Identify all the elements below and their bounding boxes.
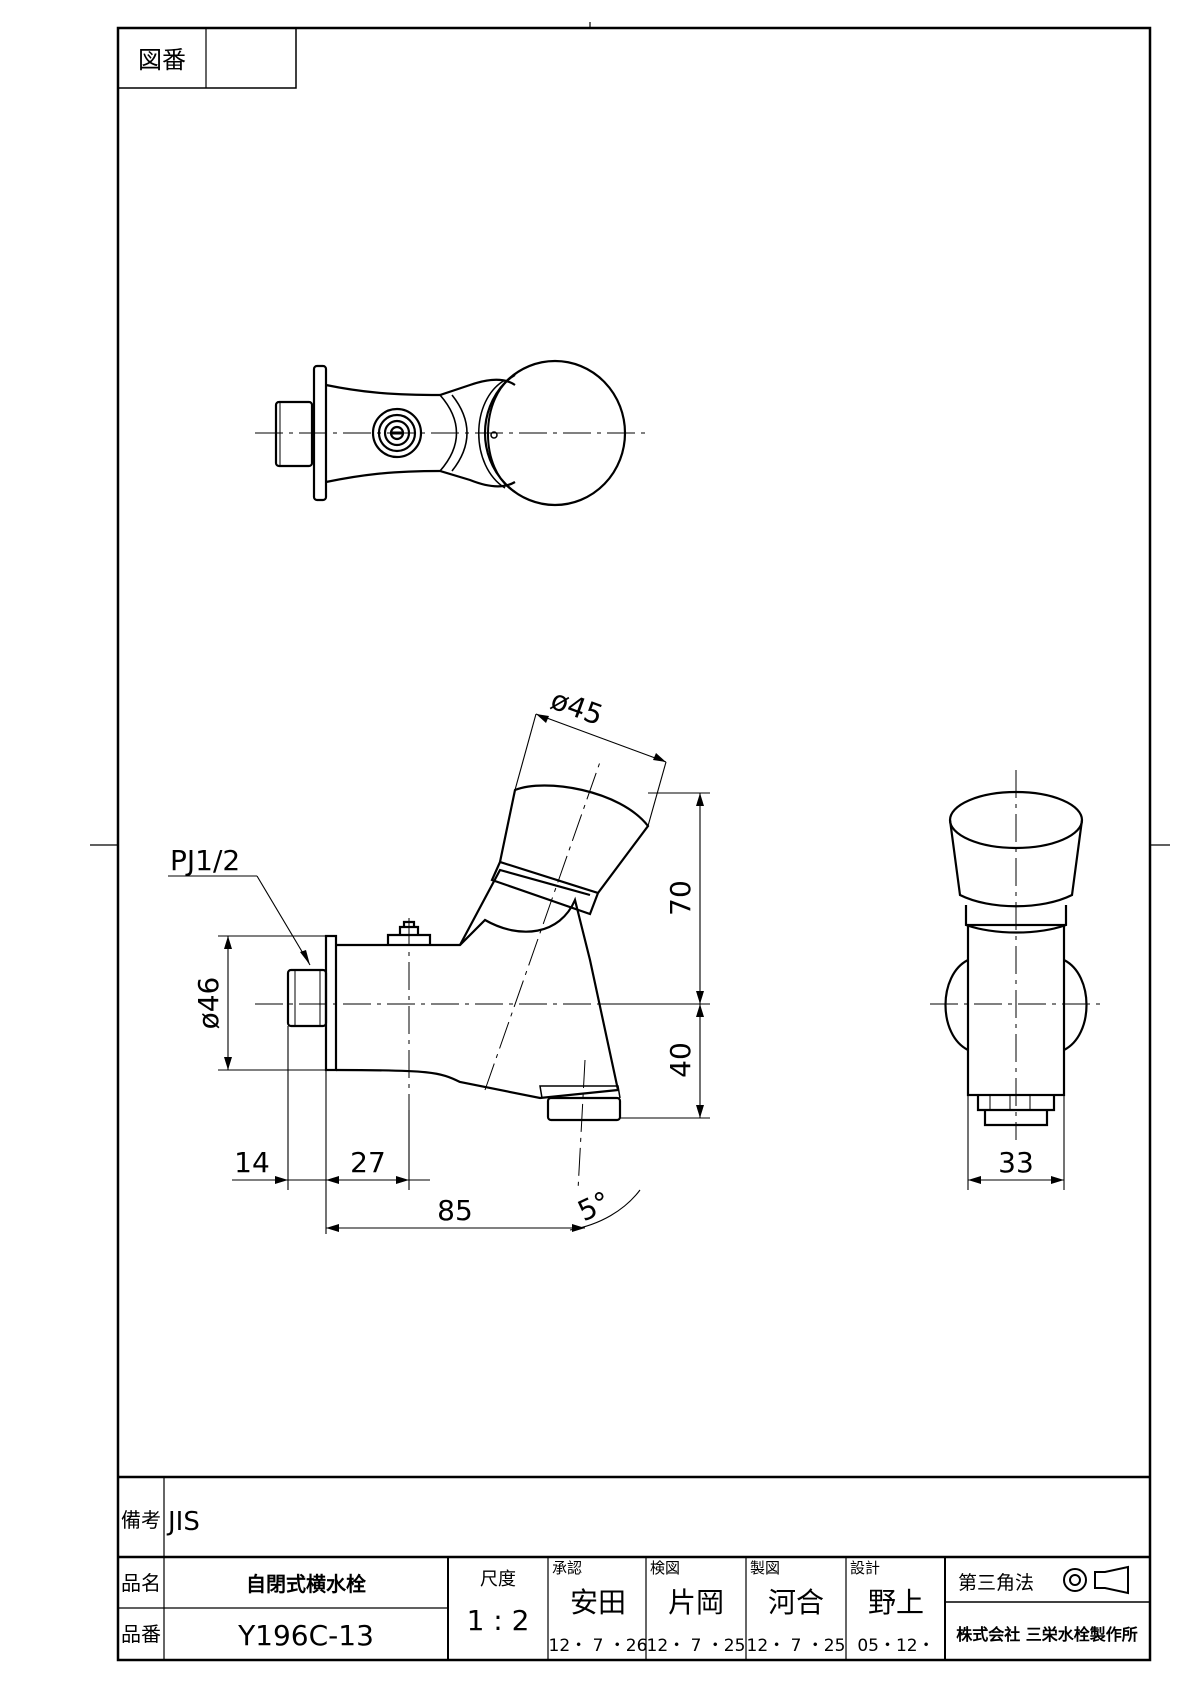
front-outlet: [546, 1096, 622, 1122]
front-body: [335, 896, 620, 1100]
drawing-number-box: 図番: [117, 27, 297, 89]
scale-label: 尺度: [480, 1569, 516, 1590]
dim-knob-diameter: ø45: [547, 683, 608, 732]
design-name: 野上: [868, 1586, 924, 1619]
top-flange: [312, 364, 328, 502]
top-valve-bolt: [371, 407, 423, 459]
dim-thread: PJ1/2: [170, 844, 240, 877]
side-outlet: [976, 1095, 1056, 1127]
dim-angle: 5°: [573, 1185, 616, 1228]
side-dimensions: [967, 1095, 1065, 1190]
dim-offset: 27: [350, 1146, 386, 1179]
dim-height-lower: 40: [664, 1042, 697, 1078]
dim-body-diameter: ø46: [192, 977, 225, 1030]
product-name-value: 自閉式横水栓: [246, 1572, 366, 1596]
drawn-name: 河合: [768, 1586, 824, 1619]
product-name-label: 品名: [121, 1571, 161, 1595]
approval-name: 安田: [570, 1586, 626, 1619]
remarks-value: JIS: [166, 1507, 200, 1537]
design-date: 05・12・: [857, 1636, 934, 1656]
front-top-screw: [386, 920, 432, 945]
top-knob: [483, 359, 627, 507]
sheet-border: [90, 22, 1170, 1662]
dim-height-upper: 70: [664, 880, 697, 916]
dim-total-length: 85: [437, 1194, 473, 1227]
design-label: 設計: [850, 1559, 880, 1577]
projection-label: 第三角法: [958, 1572, 1034, 1594]
front-view: [168, 713, 710, 1234]
approval-date: 12・ 7 ・26: [549, 1636, 648, 1656]
title-block: [118, 1475, 1150, 1660]
front-knob: [498, 784, 650, 894]
front-arrows: [224, 714, 704, 1232]
top-inlet-thread: [274, 400, 314, 468]
product-number-value: Y196C-13: [237, 1619, 374, 1652]
top-view: [255, 359, 645, 507]
side-view: [930, 770, 1100, 1190]
approval-label: 承認: [552, 1559, 582, 1577]
side-knob: [948, 819, 1084, 908]
third-angle-projection-icon: [1063, 1565, 1129, 1595]
product-number-label: 品番: [121, 1622, 161, 1646]
check-name: 片岡: [668, 1586, 724, 1619]
side-body: [966, 923, 1066, 1097]
front-dimension-labels: ø45 PJ1/2 ø46 70 40 14 27 85 5°: [170, 683, 697, 1228]
dim-side-width: 33: [998, 1146, 1034, 1179]
remarks-label: 備考: [121, 1508, 161, 1532]
scale-value: 1 : 2: [467, 1604, 530, 1637]
drawn-label: 製図: [750, 1559, 780, 1577]
company-name: 株式会社 三栄水栓製作所: [956, 1625, 1138, 1644]
dim-inlet-length: 14: [234, 1146, 270, 1179]
front-flange: [324, 934, 338, 1072]
drawing-number-label: 図番: [138, 46, 186, 74]
drawn-date: 12・ 7 ・25: [747, 1636, 846, 1656]
title-block-text: 備考 JIS 品名 自閉式横水栓 品番 Y196C-13 尺度 1 : 2 承認…: [121, 1507, 1138, 1656]
check-label: 検図: [650, 1559, 680, 1577]
check-date: 12・ 7 ・25: [647, 1636, 746, 1656]
